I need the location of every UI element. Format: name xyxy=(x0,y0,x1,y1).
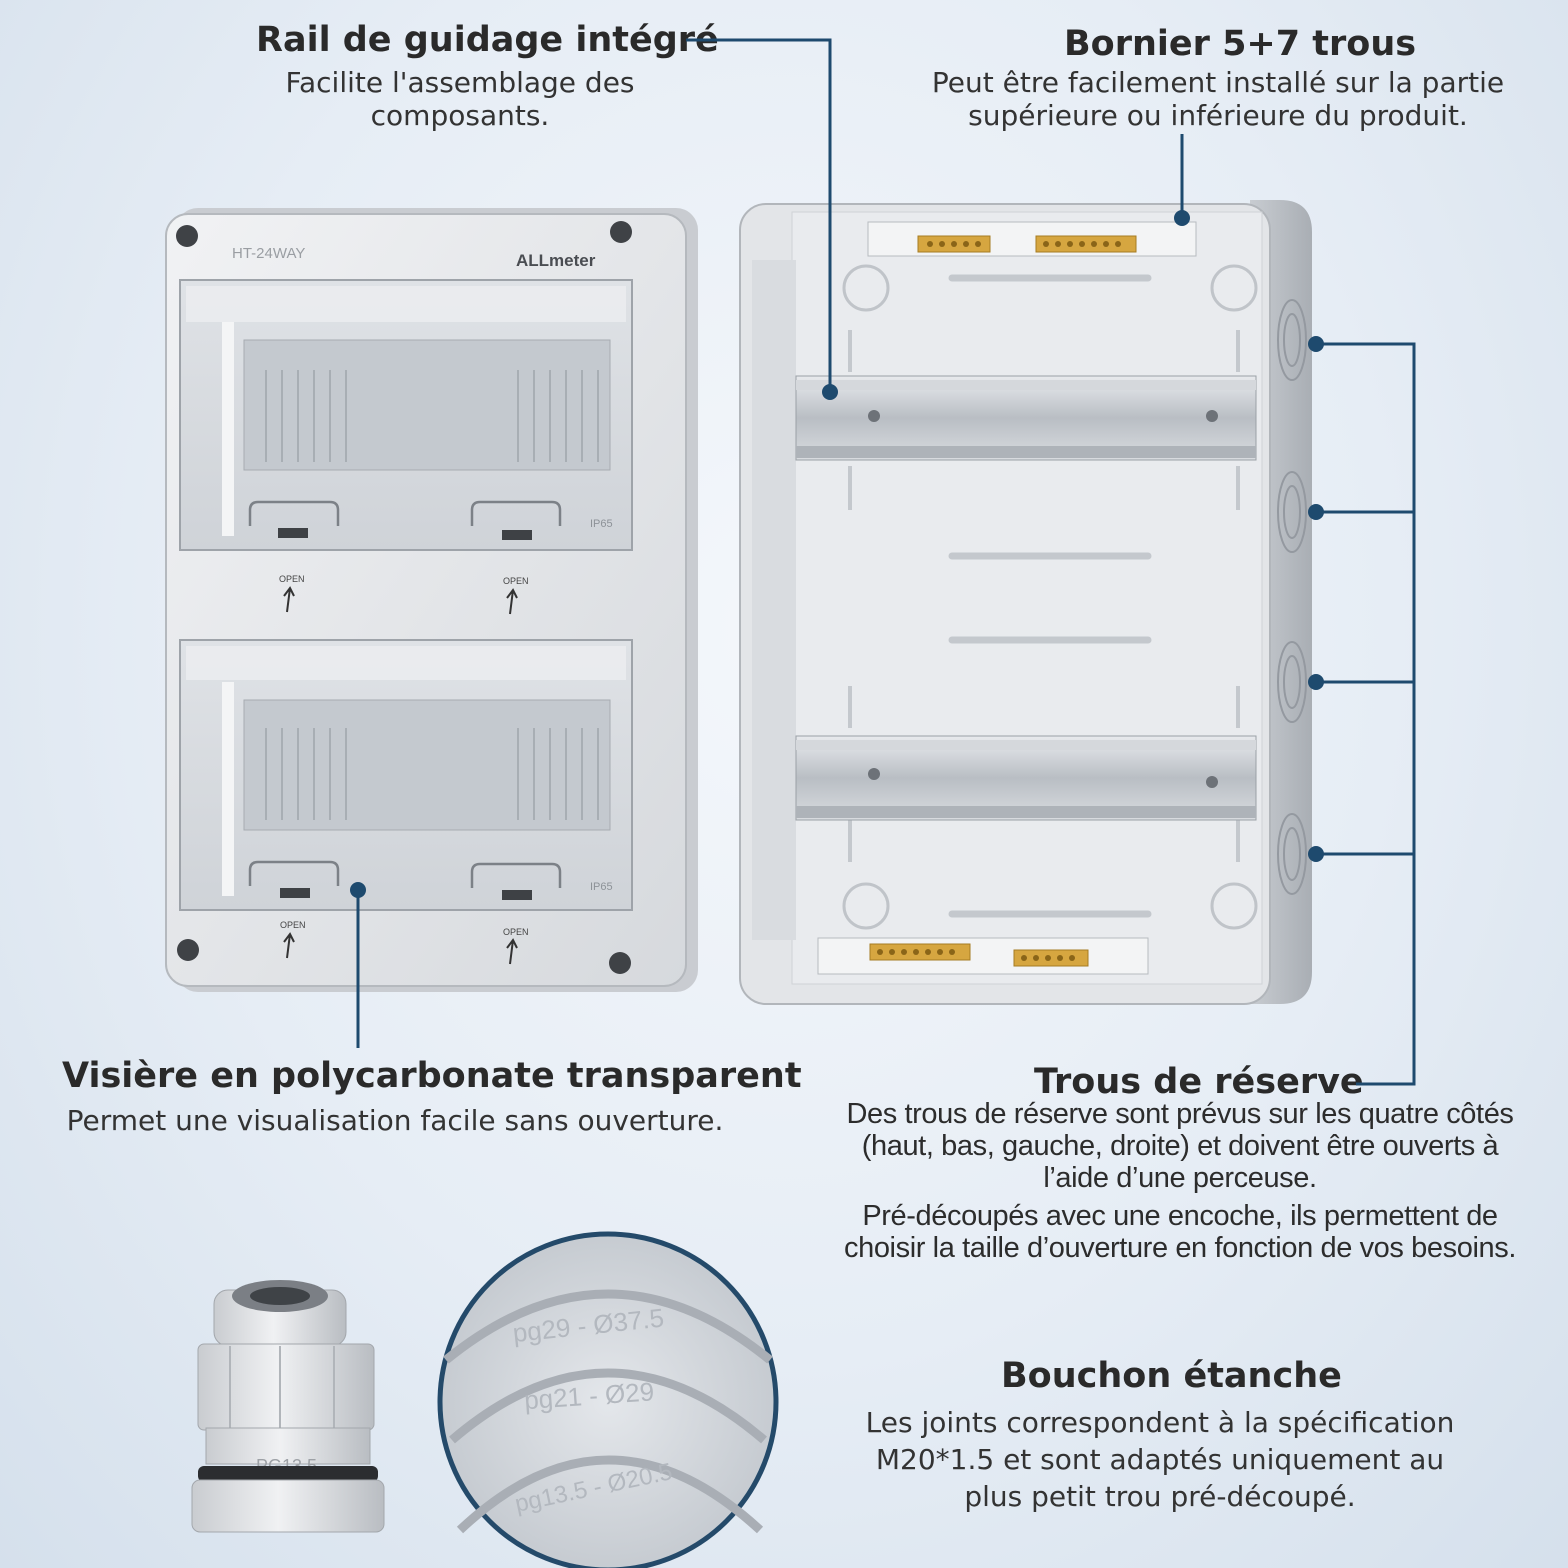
screw-hole xyxy=(610,221,632,243)
trous-desc-line-1: Des trous de réserve sont prévus sur les… xyxy=(846,1098,1514,1130)
bouchon-desc-line-3: plus petit trou pré-découpé. xyxy=(964,1480,1356,1513)
open-label: OPEN xyxy=(503,927,529,937)
screw-hole xyxy=(176,225,198,247)
ip-rating-label: IP65 xyxy=(590,881,613,893)
bouchon-desc-line-1: Les joints correspondent à la spécificat… xyxy=(865,1406,1455,1439)
bouchon-description: Les joints correspondent à la spécificat… xyxy=(820,1404,1500,1515)
trous-desc-line-3: l’aide d’une perceuse. xyxy=(1043,1162,1317,1194)
trous-title: Trous de réserve xyxy=(1034,1062,1364,1102)
bornier-desc-line-1: Peut être facilement installé sur la par… xyxy=(931,66,1505,99)
ip-rating-label: IP65 xyxy=(590,518,613,530)
side-knockouts xyxy=(1277,299,1307,895)
trous-description: Des trous de réserve sont prévus sur les… xyxy=(810,1098,1550,1264)
model-label: HT-24WAY xyxy=(232,245,305,262)
arrow-up-icon xyxy=(283,586,295,613)
trous-desc-line-4: Pré-découpés avec une encoche, ils perme… xyxy=(862,1200,1498,1232)
bornier-title: Bornier 5+7 trous xyxy=(1064,24,1417,64)
cable-gland: PG13.5 xyxy=(191,1280,385,1533)
visiere-description: Permet une visualisation facile sans ouv… xyxy=(30,1104,760,1137)
bornier-description: Peut être facilement installé sur la par… xyxy=(880,66,1556,132)
screw-hole xyxy=(609,952,631,974)
arrow-up-icon xyxy=(506,588,518,615)
bouchon-title: Bouchon étanche xyxy=(1001,1356,1342,1396)
visiere-desc-line-1: Permet une visualisation facile sans ouv… xyxy=(66,1104,724,1137)
visiere-title: Visière en polycarbonate transparent xyxy=(62,1056,802,1096)
open-label: OPEN xyxy=(503,576,529,586)
terminal-block-bottom xyxy=(817,937,1149,975)
open-label: OPEN xyxy=(279,574,305,584)
arrow-up-icon xyxy=(506,938,518,965)
arrow-up-icon xyxy=(283,932,295,959)
trous-desc-line-5: choisir la taille d’ouverture en fonctio… xyxy=(844,1232,1516,1264)
brand-logo: ALLmeter xyxy=(516,251,596,270)
leader-dots xyxy=(350,210,1324,898)
rail-description: Facilite l'assemblage des composants. xyxy=(230,66,690,132)
trous-desc-line-2: (haut, bas, gauche, droite) et doivent ê… xyxy=(861,1130,1499,1162)
bornier-desc-line-2: supérieure ou inférieure du produit. xyxy=(968,99,1468,132)
bouchon-desc-line-2: M20*1.5 et sont adaptés uniquement au xyxy=(875,1443,1445,1476)
rail-desc-line-1: Facilite l'assemblage des xyxy=(285,66,635,99)
terminal-block-top xyxy=(867,221,1197,257)
door-latch[interactable] xyxy=(470,500,562,526)
knockout-closeup: pg29 - Ø37.5 pg21 - Ø29 pg13.5 - Ø20.5 xyxy=(437,1231,779,1568)
enclosure-open xyxy=(739,200,1312,1005)
enclosure-front: HT-24WAY ALLmeter IP65 OPEN OPEN xyxy=(165,208,698,992)
open-label: OPEN xyxy=(280,920,306,930)
door-latch[interactable] xyxy=(470,862,562,888)
screw-hole xyxy=(177,939,199,961)
door-latch[interactable] xyxy=(248,860,340,886)
leader-lines xyxy=(356,38,1416,1086)
door-latch[interactable] xyxy=(248,500,340,526)
rail-title: Rail de guidage intégré xyxy=(256,20,719,60)
rail-desc-line-2: composants. xyxy=(370,99,550,132)
